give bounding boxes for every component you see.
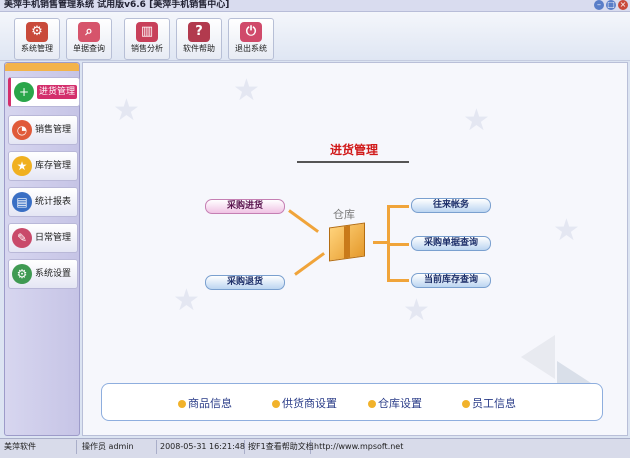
bullet-icon (272, 400, 280, 408)
star-decoration-icon: ★ (403, 293, 430, 328)
supplier-settings-link[interactable]: 供货商设置 (272, 395, 337, 411)
sidebar-item-label: 日常管理 (35, 233, 72, 243)
star-decoration-icon: ★ (233, 73, 260, 108)
section-title: 进货管理 (329, 143, 378, 157)
star-decoration-icon: ★ (463, 103, 490, 138)
pie-icon: ◔ (12, 120, 32, 140)
employee-info-link[interactable]: 员工信息 (462, 395, 516, 411)
purchase-return-button[interactable]: 采购退货 (205, 275, 285, 290)
link-label: 供货商设置 (282, 397, 337, 410)
sidebar-item-sales[interactable]: ◔ 销售管理 (8, 115, 78, 145)
toolbar-label: 销售分析 (131, 44, 163, 53)
title-bar: 美萍手机销售管理系统 试用版v6.6 [美萍手机销售中心] – □ × (0, 0, 630, 12)
window-title: 美萍手机销售管理系统 试用版v6.6 [美萍手机销售中心] (4, 0, 230, 10)
sidebar-top-bar (5, 63, 79, 71)
status-operator: 操作员 admin (80, 440, 157, 454)
search-icon: ⌕ (78, 22, 100, 42)
purchase-order-query-button[interactable]: 采购单据查询 (411, 236, 491, 251)
sidebar-item-label: 销售管理 (35, 125, 72, 135)
sidebar-item-reports[interactable]: ▤ 统计报表 (8, 187, 78, 217)
document-query-button[interactable]: ⌕ 单据查询 (66, 18, 112, 60)
status-website[interactable]: http://www.mpsoft.net (314, 442, 404, 451)
purchase-in-button[interactable]: 采购进货 (205, 199, 285, 214)
current-stock-query-button[interactable]: 当前库存查询 (411, 273, 491, 288)
plus-icon: + (14, 82, 34, 102)
connector-line (373, 241, 387, 244)
restore-button[interactable]: □ (606, 0, 616, 10)
close-button[interactable]: × (618, 0, 628, 10)
status-help: 按F1查看帮助文档 (246, 440, 314, 454)
star-decoration-icon: ★ (173, 283, 200, 318)
section-divider (297, 161, 409, 163)
connector-line (387, 243, 409, 246)
accounts-button[interactable]: 往来帐务 (411, 198, 491, 213)
main-panel: ★ ★ ★ ★ ★ ★ 进货管理 采购进货 采购退货 仓库 往来帐务 采购单据查… (82, 62, 628, 436)
sidebar-item-label: 统计报表 (35, 197, 72, 207)
exit-system-button[interactable]: ⏻ 退出系统 (228, 18, 274, 60)
sidebar-item-label: 进货管理 (37, 85, 78, 99)
toolbar: ⚙ 系统管理 ⌕ 单据查询 ▥ 销售分析 ? 软件帮助 ⏻ 退出系统 (0, 12, 630, 61)
sidebar-item-label: 库存管理 (35, 161, 72, 171)
gear-icon: ⚙ (26, 22, 48, 42)
star-decoration-icon: ★ (113, 93, 140, 128)
back-arrow-icon[interactable] (521, 335, 555, 379)
sales-analysis-button[interactable]: ▥ 销售分析 (124, 18, 170, 60)
help-icon: ? (188, 22, 210, 42)
report-icon: ▤ (12, 192, 32, 212)
link-label: 员工信息 (472, 397, 516, 410)
bar-chart-icon: ▥ (136, 22, 158, 42)
link-label: 仓库设置 (378, 397, 422, 410)
status-datetime: 2008-05-31 16:21:48 (158, 440, 245, 454)
goods-info-link[interactable]: 商品信息 (178, 395, 232, 411)
sidebar: + 进货管理 ◔ 销售管理 ★ 库存管理 ▤ 统计报表 ✎ 日常管理 ⚙ 系统设… (4, 62, 80, 436)
sidebar-item-inventory[interactable]: ★ 库存管理 (8, 151, 78, 181)
connector-line (387, 205, 409, 208)
minimize-button[interactable]: – (594, 0, 604, 10)
warehouse-box-icon (329, 222, 365, 262)
toolbar-label: 退出系统 (235, 44, 267, 53)
connector-line (387, 279, 409, 282)
system-management-button[interactable]: ⚙ 系统管理 (14, 18, 60, 60)
tools-icon: ✎ (12, 228, 32, 248)
sidebar-item-settings[interactable]: ⚙ 系统设置 (8, 259, 78, 289)
bullet-icon (178, 400, 186, 408)
settings-icon: ⚙ (12, 264, 32, 284)
arrow-right-down-icon (288, 209, 320, 233)
toolbar-label: 单据查询 (73, 44, 105, 53)
sidebar-item-daily[interactable]: ✎ 日常管理 (8, 223, 78, 253)
status-company: 美萍软件 (2, 440, 77, 454)
status-bar: 美萍软件 操作员 admin 2008-05-31 16:21:48 按F1查看… (0, 438, 630, 458)
bullet-icon (368, 400, 376, 408)
warehouse-settings-link[interactable]: 仓库设置 (368, 395, 422, 411)
warehouse-label: 仓库 (333, 208, 355, 221)
sidebar-item-purchase[interactable]: + 进货管理 (8, 77, 80, 107)
link-label: 商品信息 (188, 397, 232, 410)
star-decoration-icon: ★ (553, 213, 580, 248)
bottom-links-bar: 商品信息 供货商设置 仓库设置 员工信息 (101, 383, 603, 421)
bullet-icon (462, 400, 470, 408)
toolbar-label: 系统管理 (21, 44, 53, 53)
toolbar-label: 软件帮助 (183, 44, 215, 53)
exit-icon: ⏻ (240, 22, 262, 42)
star-icon: ★ (12, 156, 32, 176)
connector-line (387, 205, 390, 280)
software-help-button[interactable]: ? 软件帮助 (176, 18, 222, 60)
sidebar-item-label: 系统设置 (35, 269, 72, 279)
arrow-left-down-icon (294, 252, 326, 276)
